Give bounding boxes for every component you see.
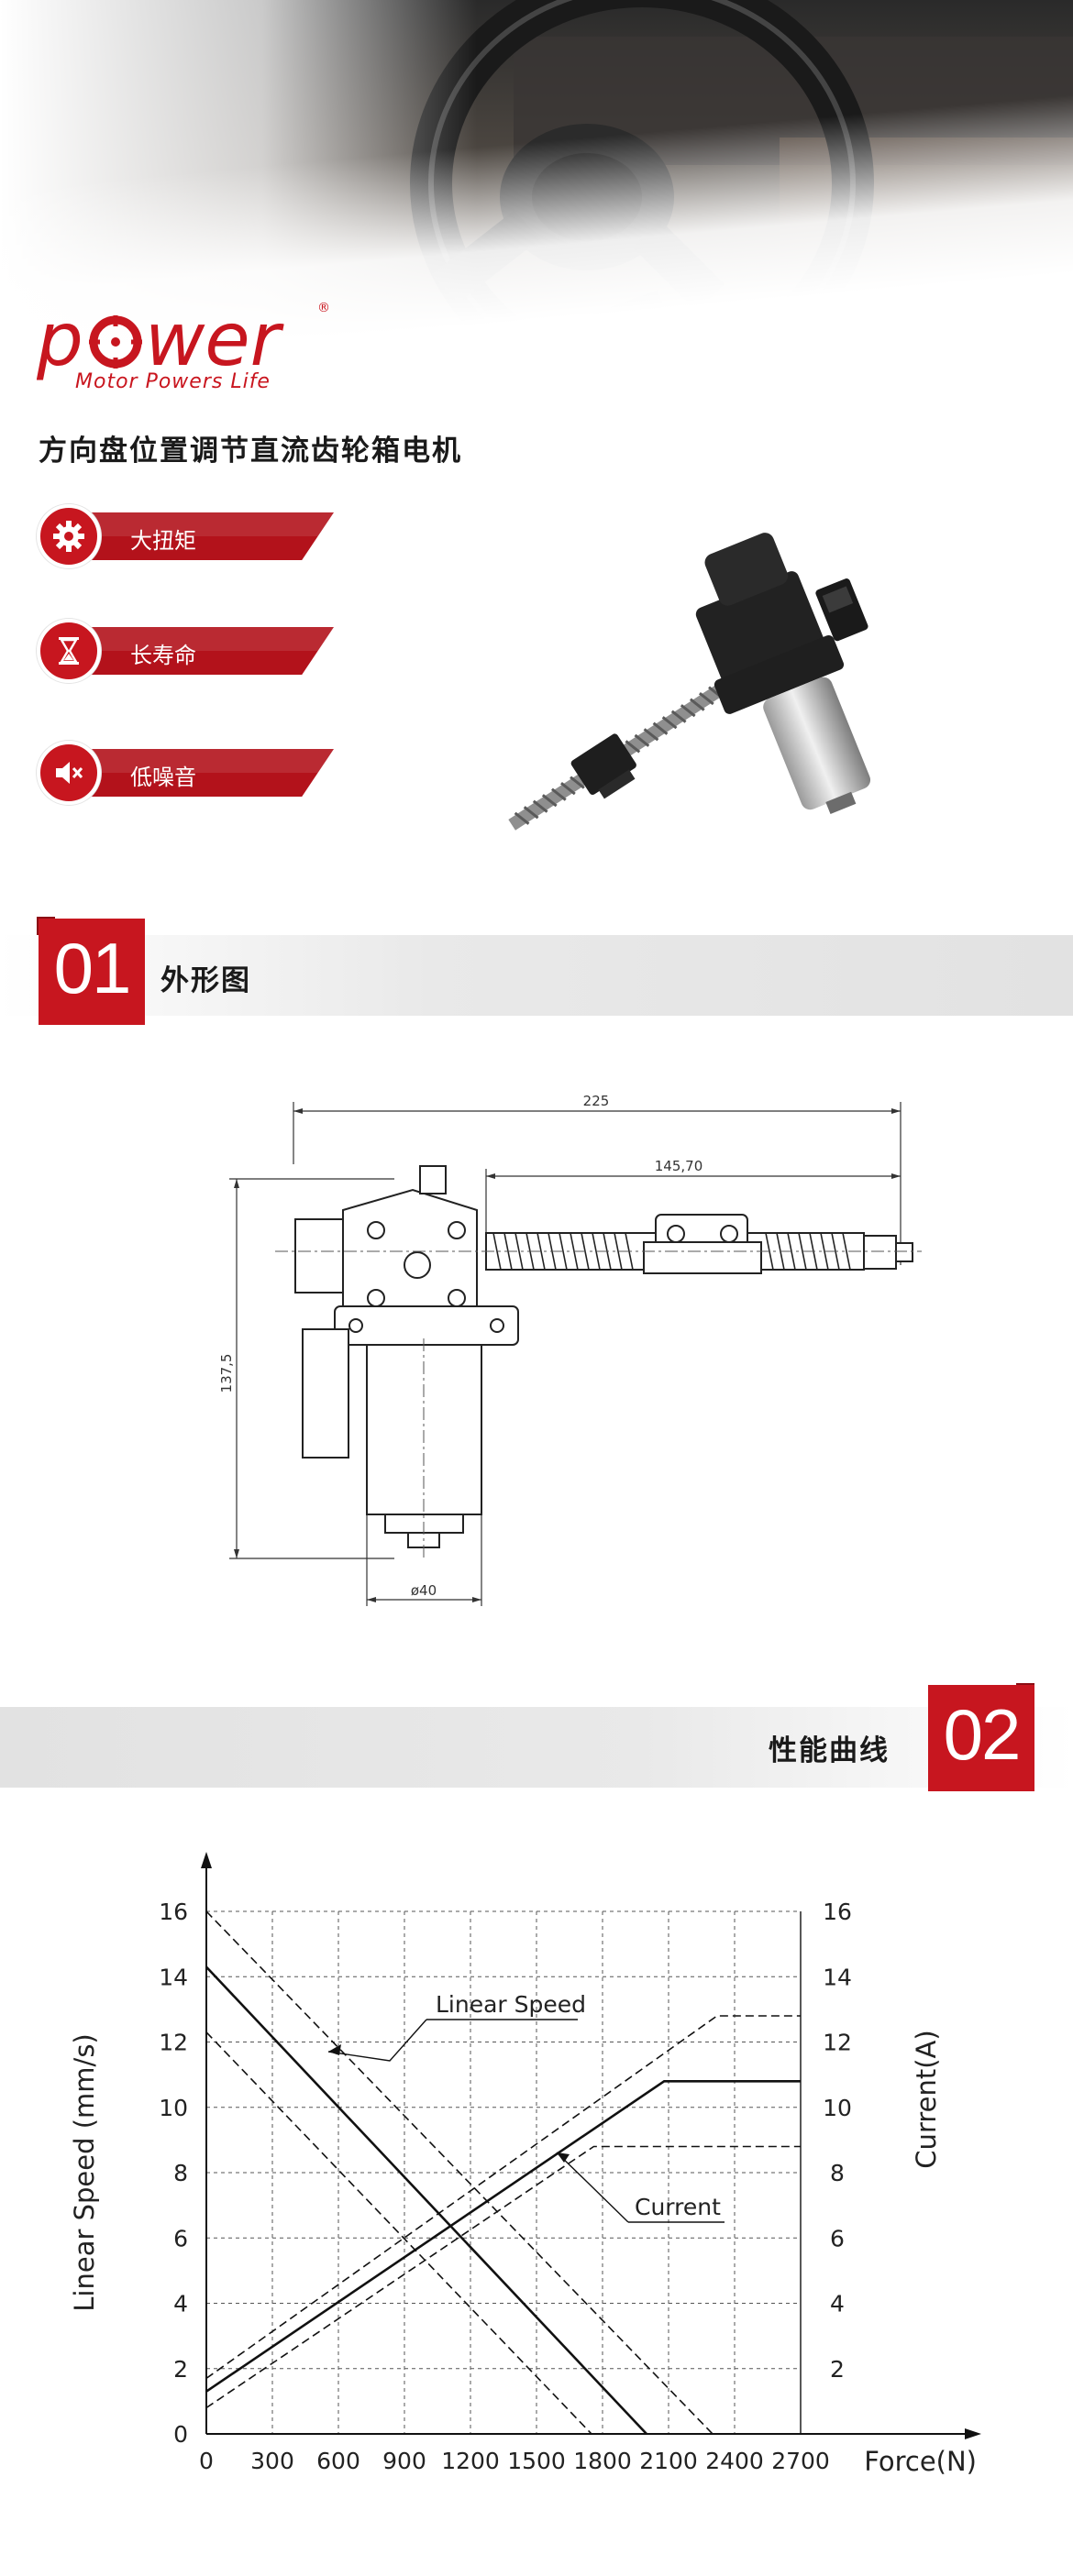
feature-label: 大扭矩 (130, 528, 196, 554)
y-left-tick-label: 6 (173, 2225, 188, 2251)
section-number-badge: 02 (928, 1685, 1034, 1791)
dim-height: 137,5 (218, 1354, 235, 1393)
dim-screw-length: 145,70 (655, 1158, 703, 1174)
chart-grid (206, 1910, 802, 2434)
feature-label: 低噪音 (130, 765, 196, 790)
x-tick-label: 300 (250, 2448, 294, 2474)
y-right-tick-label: 6 (830, 2225, 845, 2251)
y-right-tick-label: 2 (830, 2356, 845, 2383)
feature-long-life: 长寿命 (37, 619, 334, 683)
x-axis-arrow (965, 2428, 981, 2439)
series-line-bound (205, 2015, 801, 2380)
performance-chart: 0 300 600 900 1200 1500 1800 2100 2400 2700 0 2 4 6 8 1… (69, 1852, 981, 2477)
svg-text:p: p (37, 297, 83, 382)
y-right-tick-label: 12 (823, 2030, 852, 2056)
callout-leader (556, 2152, 629, 2223)
y-axis-title-left: Linear Speed (mm/s) (69, 2033, 100, 2311)
svg-text:wer: wer (145, 297, 285, 382)
section-title: 外形图 (160, 964, 251, 997)
section-title: 性能曲线 (769, 1734, 890, 1767)
y-right-tick-label: 16 (823, 1899, 852, 1925)
section-header-outline (0, 935, 1073, 1016)
dim-diameter: ø40 (411, 1582, 437, 1599)
annotation-linear-speed: Linear Speed (436, 1991, 586, 2018)
y-right-tick-label: 10 (823, 2095, 852, 2121)
x-tick-label: 2700 (771, 2448, 830, 2474)
y-left-tick-label: 14 (159, 1964, 188, 1990)
x-tick-label: 1800 (573, 2448, 632, 2474)
series-line-linear-speed (205, 1965, 647, 2435)
x-tick-label: 1200 (441, 2448, 500, 2474)
section-number: 01 (53, 928, 132, 1008)
callout-arrow (557, 2152, 570, 2163)
series-line-bound (205, 2031, 592, 2435)
y-right-tick-label: 14 (823, 1964, 852, 1990)
feature-label: 长寿命 (130, 643, 196, 668)
y-left-tick-label: 16 (159, 1899, 188, 1925)
dim-overall-length: 225 (583, 1093, 610, 1109)
feature-high-torque: 大扭矩 (37, 504, 334, 568)
y-left-tick-label: 2 (173, 2356, 188, 2383)
x-tick-label: 2400 (705, 2448, 764, 2474)
y-right-tick-label: 4 (830, 2291, 845, 2317)
section-header-performance (0, 1707, 1073, 1788)
speaker-mute-icon (56, 762, 83, 784)
series-line-bound (205, 1910, 713, 2435)
y-axis-title-right: Current(A) (911, 2030, 942, 2168)
brand-logo: power p wer ® Motor Powers Life (37, 293, 348, 403)
x-tick-label: 2100 (639, 2448, 698, 2474)
y-left-tick-label: 0 (173, 2421, 188, 2448)
x-axis-title: Force(N) (864, 2446, 977, 2477)
y-left-tick-label: 10 (159, 2095, 188, 2121)
dimension-drawing: 225 145,70 137,5 ø40 (218, 1093, 922, 1606)
product-photo (508, 533, 871, 831)
section-number: 02 (943, 1694, 1022, 1775)
y-left-tick-label: 4 (173, 2291, 188, 2317)
product-title: 方向盘位置调节直流齿轮箱电机 (39, 435, 462, 468)
x-tick-label: 0 (199, 2448, 214, 2474)
chart-series (205, 1910, 801, 2435)
callout-arrow (328, 2044, 341, 2055)
series-line-bound (205, 2145, 801, 2409)
annotation-current: Current (635, 2194, 721, 2220)
chart-ticks: 0 300 600 900 1200 1500 1800 2100 2400 2700 0 2 4 6 8 1… (159, 1899, 852, 2474)
chart-axes (201, 1852, 981, 2439)
logo-wordmark-graphic: p wer (37, 297, 285, 382)
hourglass-icon (59, 637, 79, 665)
logo-tagline: Motor Powers Life (75, 370, 271, 393)
feature-low-noise: 低噪音 (37, 741, 334, 805)
callout-leader (327, 2019, 427, 2062)
y-axis-arrow (201, 1852, 212, 1868)
y-left-tick-label: 8 (173, 2160, 188, 2186)
gear-icon (53, 521, 84, 552)
x-tick-label: 600 (316, 2448, 360, 2474)
registered-mark: ® (317, 301, 330, 315)
y-left-tick-label: 12 (159, 2030, 188, 2056)
section-number-badge: 01 (39, 919, 145, 1025)
series-line-current (205, 2079, 801, 2393)
hero-banner (0, 0, 1073, 431)
x-tick-label: 900 (382, 2448, 426, 2474)
y-right-tick-label: 8 (830, 2160, 845, 2186)
x-tick-label: 1500 (507, 2448, 566, 2474)
